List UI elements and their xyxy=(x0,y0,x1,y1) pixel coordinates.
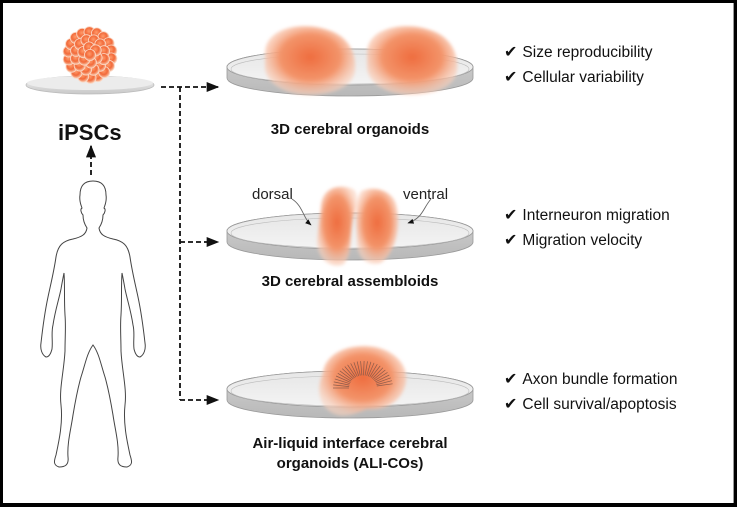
checkmark-icon: ✔ xyxy=(504,207,518,224)
check-text: Size reproducibility xyxy=(522,44,653,61)
axon-fiber xyxy=(360,361,363,376)
axon-fiber xyxy=(373,369,386,380)
ali-cos-title-line2: organoids (ALI-COs) xyxy=(276,455,424,472)
ventral-pointer xyxy=(407,198,432,224)
organoid-right xyxy=(367,26,458,96)
axon-fiber xyxy=(344,366,355,379)
axon-fiber xyxy=(376,380,392,385)
ipscs-label: iPSCs xyxy=(58,120,122,145)
axon-fiber xyxy=(376,383,393,387)
axon-fiber xyxy=(347,364,357,378)
organoid-left xyxy=(265,26,356,96)
check-text: Cell survival/apoptosis xyxy=(522,396,677,413)
ventral-label: ventral xyxy=(403,186,449,203)
axon-fiber xyxy=(363,360,365,376)
assembloid xyxy=(317,186,399,266)
dorsal-label: dorsal xyxy=(252,186,293,203)
organoids-title: 3D cerebral organoids xyxy=(270,121,430,138)
check-item: ✔ Migration velocity xyxy=(504,228,670,253)
axon-fiber xyxy=(333,384,350,387)
assembloids-checklist: ✔ Interneuron migration ✔ Migration velo… xyxy=(504,203,670,253)
axon-fiber xyxy=(339,370,353,381)
human-silhouette-icon xyxy=(40,180,146,468)
check-item: ✔ Cellular variability xyxy=(504,65,653,90)
check-text: Interneuron migration xyxy=(522,207,670,224)
check-item: ✔ Interneuron migration xyxy=(504,203,670,228)
assembloids-title: 3D cerebral assembloids xyxy=(261,273,439,290)
axon-fiber xyxy=(356,361,361,376)
check-text: Axon bundle formation xyxy=(522,371,678,388)
axon-fiber xyxy=(375,377,391,384)
ali-cos-checklist: ✔ Axon bundle formation ✔ Cell survival/… xyxy=(504,367,678,417)
axon-fiber xyxy=(353,362,360,377)
axon-bundle-fibers xyxy=(333,360,393,389)
axon-fiber xyxy=(337,372,352,382)
figure-panel: iPSCs 3D cerebral organoids dorsal ventr… xyxy=(3,3,734,503)
connector-lines xyxy=(85,81,220,406)
diagram-art xyxy=(25,26,474,468)
dorsal-pointer xyxy=(291,198,312,226)
organoids-checklist: ✔ Size reproducibility ✔ Cellular variab… xyxy=(504,40,653,90)
axon-fiber xyxy=(333,381,350,386)
check-item: ✔ Axon bundle formation xyxy=(504,367,678,392)
axon-fiber xyxy=(375,374,390,383)
checkmark-icon: ✔ xyxy=(504,69,518,86)
ali-organoid xyxy=(319,346,407,416)
axon-fiber xyxy=(369,364,378,378)
checkmark-icon: ✔ xyxy=(504,396,518,413)
axon-fiber xyxy=(350,363,358,377)
axon-fiber xyxy=(366,361,372,376)
checkmark-icon: ✔ xyxy=(504,232,518,249)
check-item: ✔ Size reproducibility xyxy=(504,40,653,65)
axon-fiber xyxy=(341,368,354,380)
axon-fiber xyxy=(364,361,368,376)
checkmark-icon: ✔ xyxy=(504,44,518,61)
axon-fiber xyxy=(370,365,381,378)
cell-cluster-icon xyxy=(62,26,118,84)
check-item: ✔ Cell survival/apoptosis xyxy=(504,392,678,417)
axon-fiber xyxy=(374,372,388,381)
axon-fiber xyxy=(372,367,384,379)
check-text: Migration velocity xyxy=(522,232,643,249)
check-text: Cellular variability xyxy=(522,69,644,86)
axon-fiber xyxy=(335,375,351,383)
axon-fiber xyxy=(367,362,375,377)
checkmark-icon: ✔ xyxy=(504,371,518,388)
cell-sphere xyxy=(84,49,97,62)
axon-fiber xyxy=(334,378,350,385)
ali-cos-title-line1: Air-liquid interface cerebral xyxy=(252,435,448,452)
